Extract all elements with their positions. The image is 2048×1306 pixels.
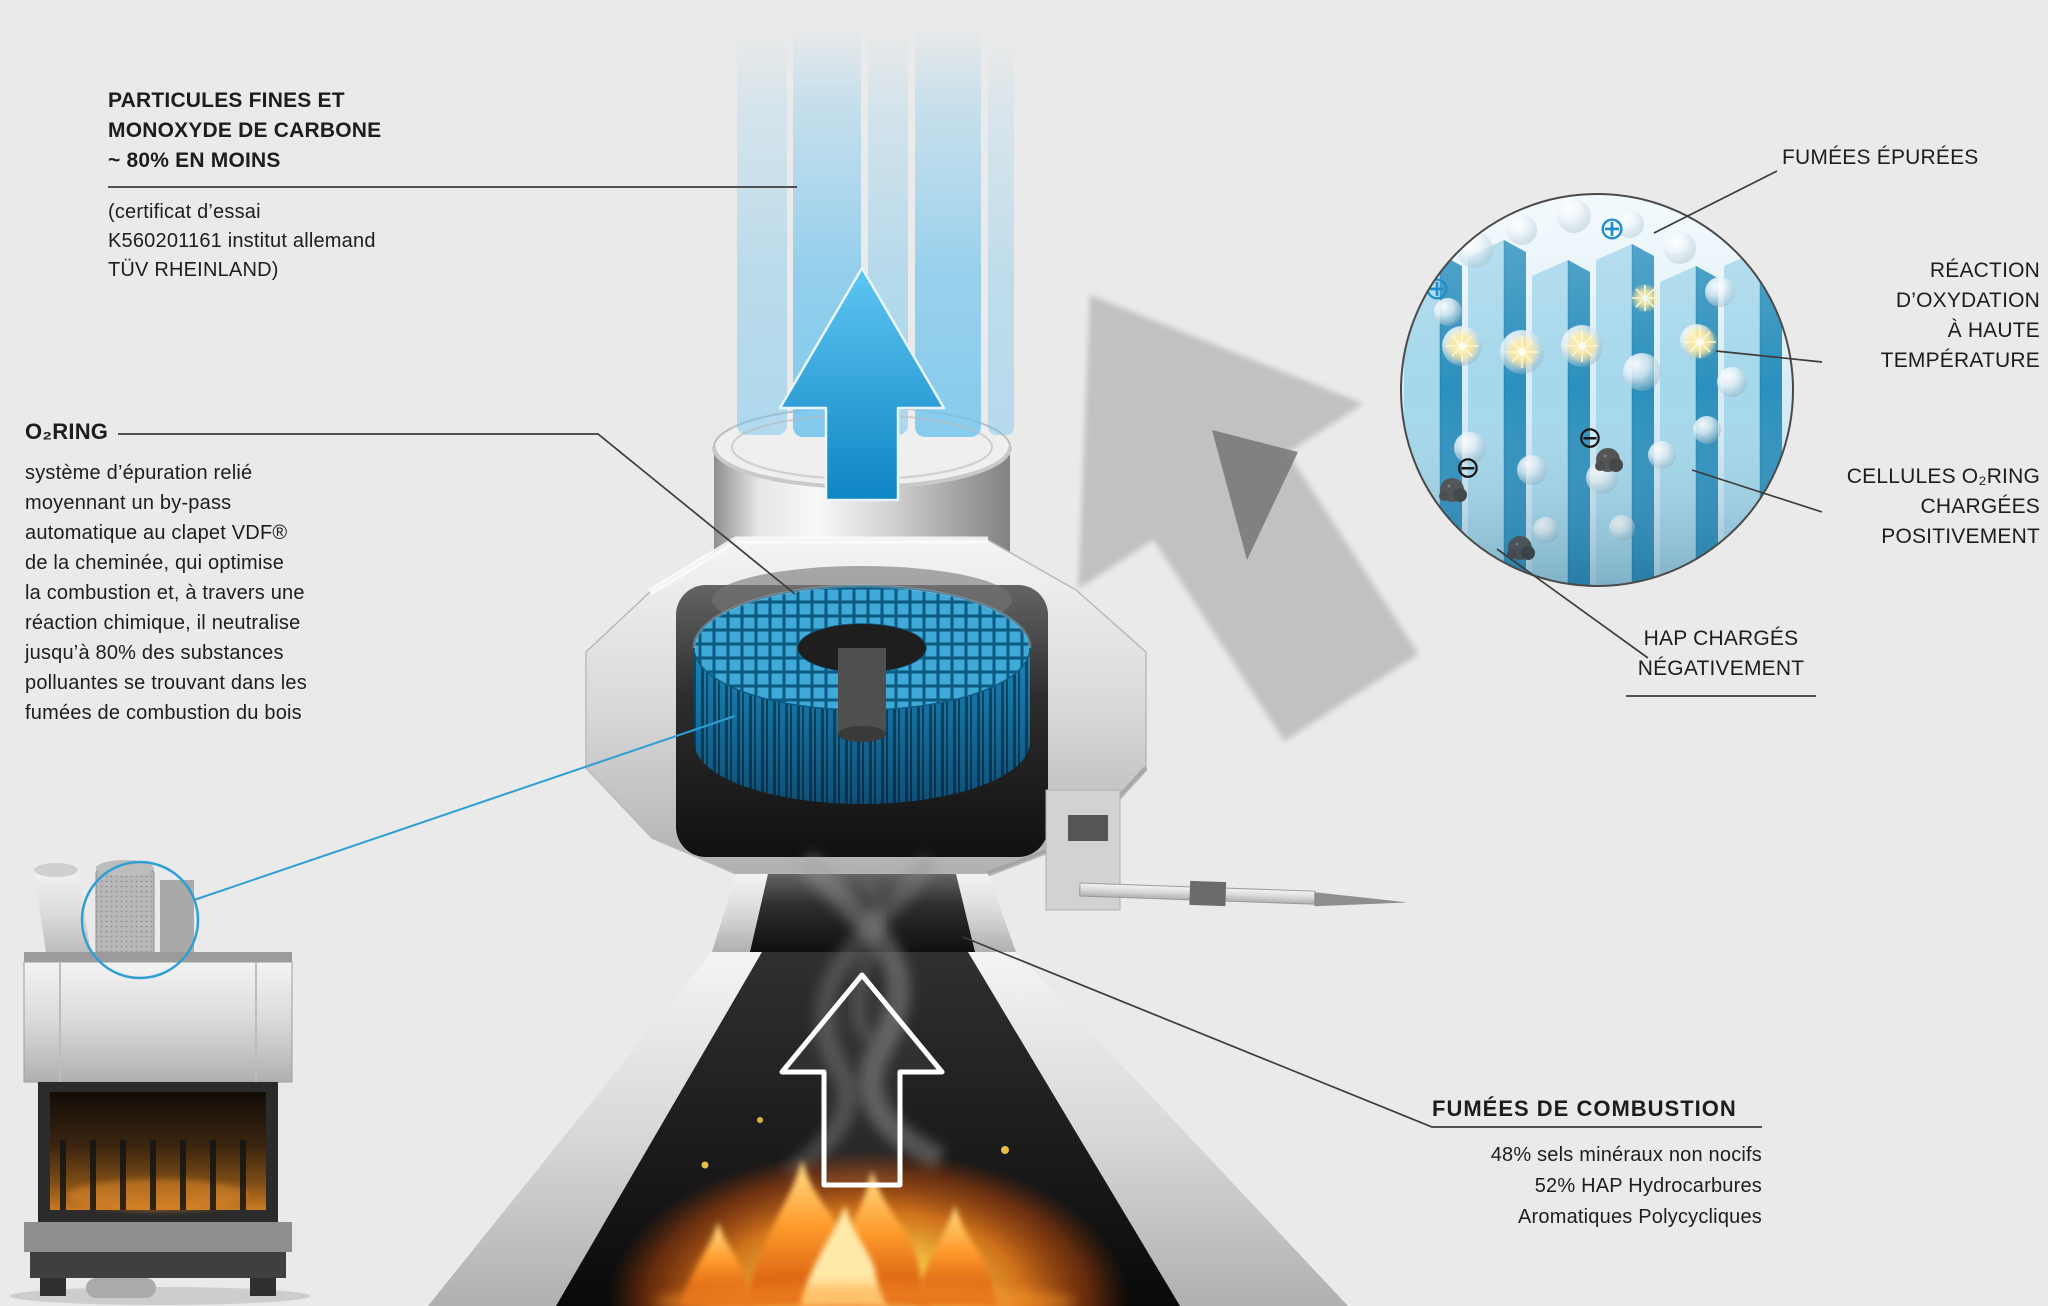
filter-detail-inset: ⊕ ⊕ ⊖ ⊖ (1400, 193, 1794, 587)
fumees-epurees-label: FUMÉES ÉPURÉES (1782, 146, 1979, 169)
combustion-title: FUMÉES DE COMBUSTION (1432, 1096, 1737, 1121)
vdf-damper-rod (1045, 789, 1408, 911)
o2ring-highlight-circle (80, 715, 736, 980)
reaction-oxydation-label: RÉACTION D’OXYDATION À HAUTE TEMPÉRATURE (1880, 259, 2040, 372)
particles-title: PARTICULES FINES ET MONOXYDE DE CARBONE … (108, 89, 382, 172)
fire-flames-icon (608, 1117, 1128, 1306)
negative-charge-icon: ⊖ (1455, 451, 1480, 486)
negative-charge-icon: ⊖ (1577, 421, 1602, 456)
cellules-o2ring-label: CELLULES O₂RING CHARGÉES POSITIVEMENT (1846, 465, 2040, 548)
certificate-note: (certificat d’essai K560201161 institut … (108, 201, 376, 281)
combustion-details: 48% sels minéraux non nocifs 52% HAP Hyd… (1490, 1144, 1762, 1228)
leader-lines (108, 170, 1823, 1128)
o2ring-description: système d’épuration relié moyennant un b… (25, 462, 307, 724)
hap-charges-label: HAP CHARGÉS NÉGATIVEMENT (1637, 627, 1805, 680)
positive-charge-icon: ⊕ (1424, 269, 1451, 307)
clean-smoke-arrow-icon (778, 266, 946, 502)
stove-image (10, 860, 310, 1305)
positive-charge-icon: ⊕ (1599, 209, 1626, 247)
o2ring-title: O₂RING (25, 419, 109, 444)
combustion-arrow-icon (779, 972, 945, 1188)
bypass-arrow-icon (1078, 295, 1419, 742)
o2ring-filter (692, 584, 1032, 804)
